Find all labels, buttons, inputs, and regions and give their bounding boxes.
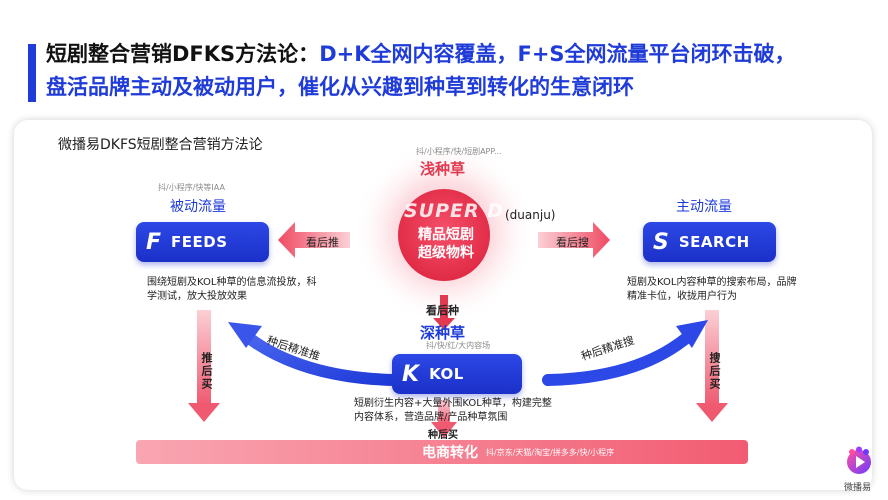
search-arrow-label: 看后搜: [556, 236, 589, 249]
feeds-down-shaft: [197, 310, 211, 405]
kol-word: KOL: [429, 365, 464, 383]
ecommerce-label: 电商转化: [422, 445, 478, 461]
feeds-down-head: [188, 403, 220, 422]
card-title: 微播易DKFS短剧整合营销方法论: [58, 137, 263, 153]
weiboyi-logo-icon: [847, 446, 871, 474]
page-title: 短剧整合营销DFKS方法论：D+K全网内容覆盖，F+S全网流量平台闭环击破， 盘…: [46, 38, 886, 104]
feeds-note: 抖/小程序/快等IAA: [158, 183, 225, 192]
center-down-arrow: [433, 295, 455, 330]
search-letter: S: [653, 229, 669, 255]
super-d-note: (duanju): [505, 208, 556, 222]
right-curve-arrow: [542, 329, 696, 386]
title-highlight: D+K全网内容覆盖，F+S全网流量平台闭环击破，: [319, 42, 796, 66]
feeds-pill: F FEEDS: [136, 222, 269, 262]
center-bottom-note: 抖/快/红/大内容场: [426, 341, 491, 350]
title-part1: 短剧整合营销DFKS方法论：: [46, 42, 320, 66]
kol-down-shaft: [438, 400, 450, 424]
left-curve-head: [228, 322, 262, 348]
left-side-arrow: [278, 222, 350, 258]
kol-down-head: [431, 422, 457, 438]
title-accent-bar: [28, 44, 36, 102]
search-down-label: 搜后买: [708, 352, 721, 391]
kol-desc: 短剧衍生内容+大量外围KOL种草，构建完整内容体系，营造品牌/产品种草氛围: [354, 398, 552, 423]
search-down-head: [696, 403, 728, 422]
title-line2: 盘活品牌主动及被动用户，催化从兴趣到种草到转化的生意闭环: [46, 75, 634, 99]
core-text: 精品短剧 超级物料: [418, 227, 474, 261]
ecommerce-note: 抖/京东/天猫/淘宝/拼多多/快/小程序: [486, 447, 615, 457]
search-word: SEARCH: [678, 233, 750, 251]
feeds-arrow-label: 看后推: [306, 236, 339, 249]
feeds-word: FEEDS: [171, 233, 228, 251]
kol-down-label: 种后买: [428, 430, 458, 441]
ecommerce-bar: 电商转化 抖/京东/天猫/淘宝/拼多多/快/小程序: [136, 440, 748, 464]
center-core-circle: [398, 189, 490, 281]
search-pill: S SEARCH: [643, 222, 776, 262]
search-down-shaft: [705, 310, 719, 405]
feeds-down-label: 推后买: [200, 352, 213, 391]
feeds-desc: 围绕短剧及KOL种草的信息流投放，科学测试，放大投放效果: [147, 277, 317, 302]
weiboyi-logo-text: 微播易: [844, 483, 872, 493]
right-curve-head: [676, 320, 708, 348]
right-side-arrow: [538, 222, 610, 258]
active-traffic-label: 主动流量: [676, 199, 732, 215]
feeds-letter: F: [146, 229, 162, 255]
search-desc: 短剧及KOL内容种草的搜索布局，品牌精准卡位，收拢用户行为: [627, 277, 797, 302]
shallow-seeding-label: 浅种草: [420, 160, 466, 178]
center-top-note: 抖/小程序/快/短剧APP...: [416, 147, 502, 156]
center-down-arrow-label: 看后种: [426, 304, 459, 317]
passive-traffic-label: 被动流量: [170, 199, 226, 215]
deep-seeding-label: 深种草: [420, 324, 466, 342]
super-d-label: SUPER D: [404, 200, 505, 222]
kol-pill: K KOL: [392, 354, 522, 394]
kol-letter: K: [402, 361, 420, 387]
left-curve-arrow: [239, 329, 401, 386]
